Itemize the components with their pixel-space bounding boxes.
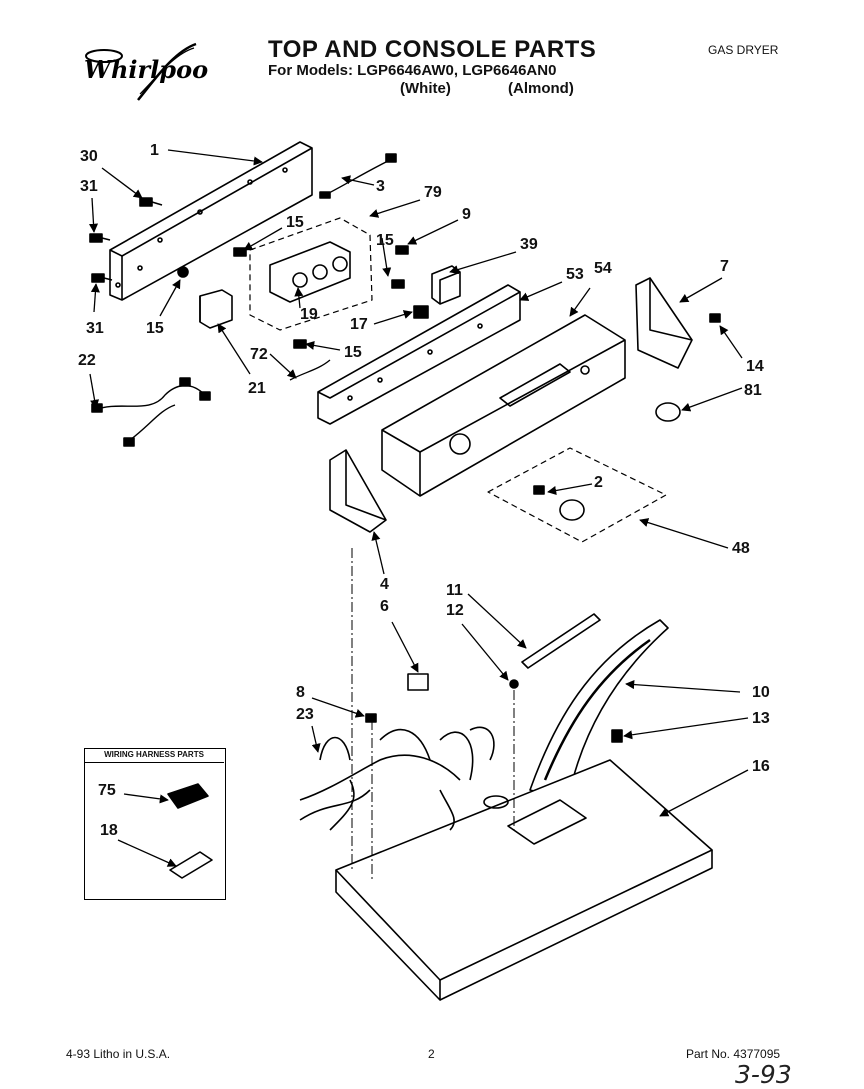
part-18: [169, 851, 213, 879]
part-75: [167, 783, 209, 809]
callout-18: 18: [100, 822, 118, 839]
models-line: For Models: LGP6646AW0, LGP6646AN0: [268, 62, 557, 79]
callout-3: 3: [376, 178, 385, 195]
wire-72: [289, 359, 331, 381]
product-type: GAS DRYER: [708, 43, 779, 57]
bracket-21: [199, 289, 233, 329]
footer-part-number: Part No. 4377095: [686, 1047, 781, 1061]
wiring-harness-title: WIRING HARNESS PARTS: [84, 748, 224, 763]
part-17: [413, 305, 429, 319]
dashed-outline-79: [249, 217, 373, 331]
screw-31-bottom: [91, 273, 113, 283]
callout-54: 54: [594, 260, 612, 277]
callout-15-d: 15: [344, 344, 362, 361]
callout-13: 13: [752, 710, 770, 727]
brand-wordmark: Whirlpool: [84, 55, 208, 84]
callout-6: 6: [380, 598, 389, 615]
harness-23: [299, 726, 495, 831]
callout-7: 7: [720, 258, 729, 275]
callout-30: 30: [80, 148, 98, 165]
callout-79: 79: [424, 184, 442, 201]
screw-15-a: [233, 247, 247, 257]
footer-page-number: 2: [428, 1047, 435, 1061]
callout-19: 19: [300, 306, 318, 323]
callout-72: 72: [250, 346, 268, 363]
callout-16: 16: [752, 758, 770, 775]
wiring-harness-box: [84, 748, 226, 900]
screw-12: [509, 679, 519, 689]
callout-17: 17: [350, 316, 368, 333]
callout-21: 21: [248, 380, 266, 397]
screw-15-b: [395, 245, 409, 255]
callout-2: 2: [594, 474, 603, 491]
handwritten-date: 3-93: [735, 1060, 792, 1089]
knob-81: [655, 402, 681, 422]
variant-almond: (Almond): [508, 80, 574, 97]
callout-75: 75: [98, 782, 116, 799]
callout-31-top: 31: [80, 178, 98, 195]
callout-31-bottom: 31: [86, 320, 104, 337]
callout-15-a: 15: [286, 214, 304, 231]
callout-15-c: 15: [146, 320, 164, 337]
switch-19: [269, 241, 351, 303]
knob-2: [559, 499, 585, 521]
footer-litho: 4-93 Litho in U.S.A.: [66, 1047, 171, 1061]
callout-14: 14: [746, 358, 764, 375]
callout-48: 48: [732, 540, 750, 557]
lint-housing-10: [529, 619, 669, 801]
screw-31-top: [89, 233, 111, 243]
page-title: TOP AND CONSOLE PARTS: [268, 36, 597, 63]
callout-8: 8: [296, 684, 305, 701]
top-16: [335, 759, 713, 1001]
callout-81: 81: [744, 382, 762, 399]
control-panel-back: [109, 141, 313, 301]
dashed-outline-48: [487, 447, 667, 543]
whirlpool-logo: Whirlpool: [78, 42, 217, 104]
part-6: [407, 673, 429, 691]
callout-23: 23: [296, 706, 314, 723]
switch-39: [431, 265, 461, 305]
callout-15-b: 15: [376, 232, 394, 249]
screw-30: [139, 197, 163, 207]
harness-22: [94, 384, 206, 441]
callout-53: 53: [566, 266, 584, 283]
callout-10: 10: [752, 684, 770, 701]
screw-15-c: [391, 279, 405, 289]
callout-22: 22: [78, 352, 96, 369]
screw-14: [709, 313, 721, 323]
end-cap-4: [329, 449, 387, 533]
variant-white: (White): [400, 80, 451, 97]
callout-9: 9: [462, 206, 471, 223]
callout-4: 4: [380, 576, 389, 593]
washer-15: [177, 266, 189, 278]
console-54: [381, 314, 626, 497]
end-cap-7: [635, 277, 693, 369]
callout-11: 11: [446, 582, 463, 599]
console-bracket-53: [317, 284, 521, 425]
screw-13: [611, 729, 623, 743]
wire-3: [324, 159, 391, 196]
callout-1: 1: [150, 142, 159, 159]
screw-15-d: [293, 339, 307, 349]
callout-39: 39: [520, 236, 538, 253]
callout-12: 12: [446, 602, 464, 619]
gasket-11: [521, 613, 601, 669]
